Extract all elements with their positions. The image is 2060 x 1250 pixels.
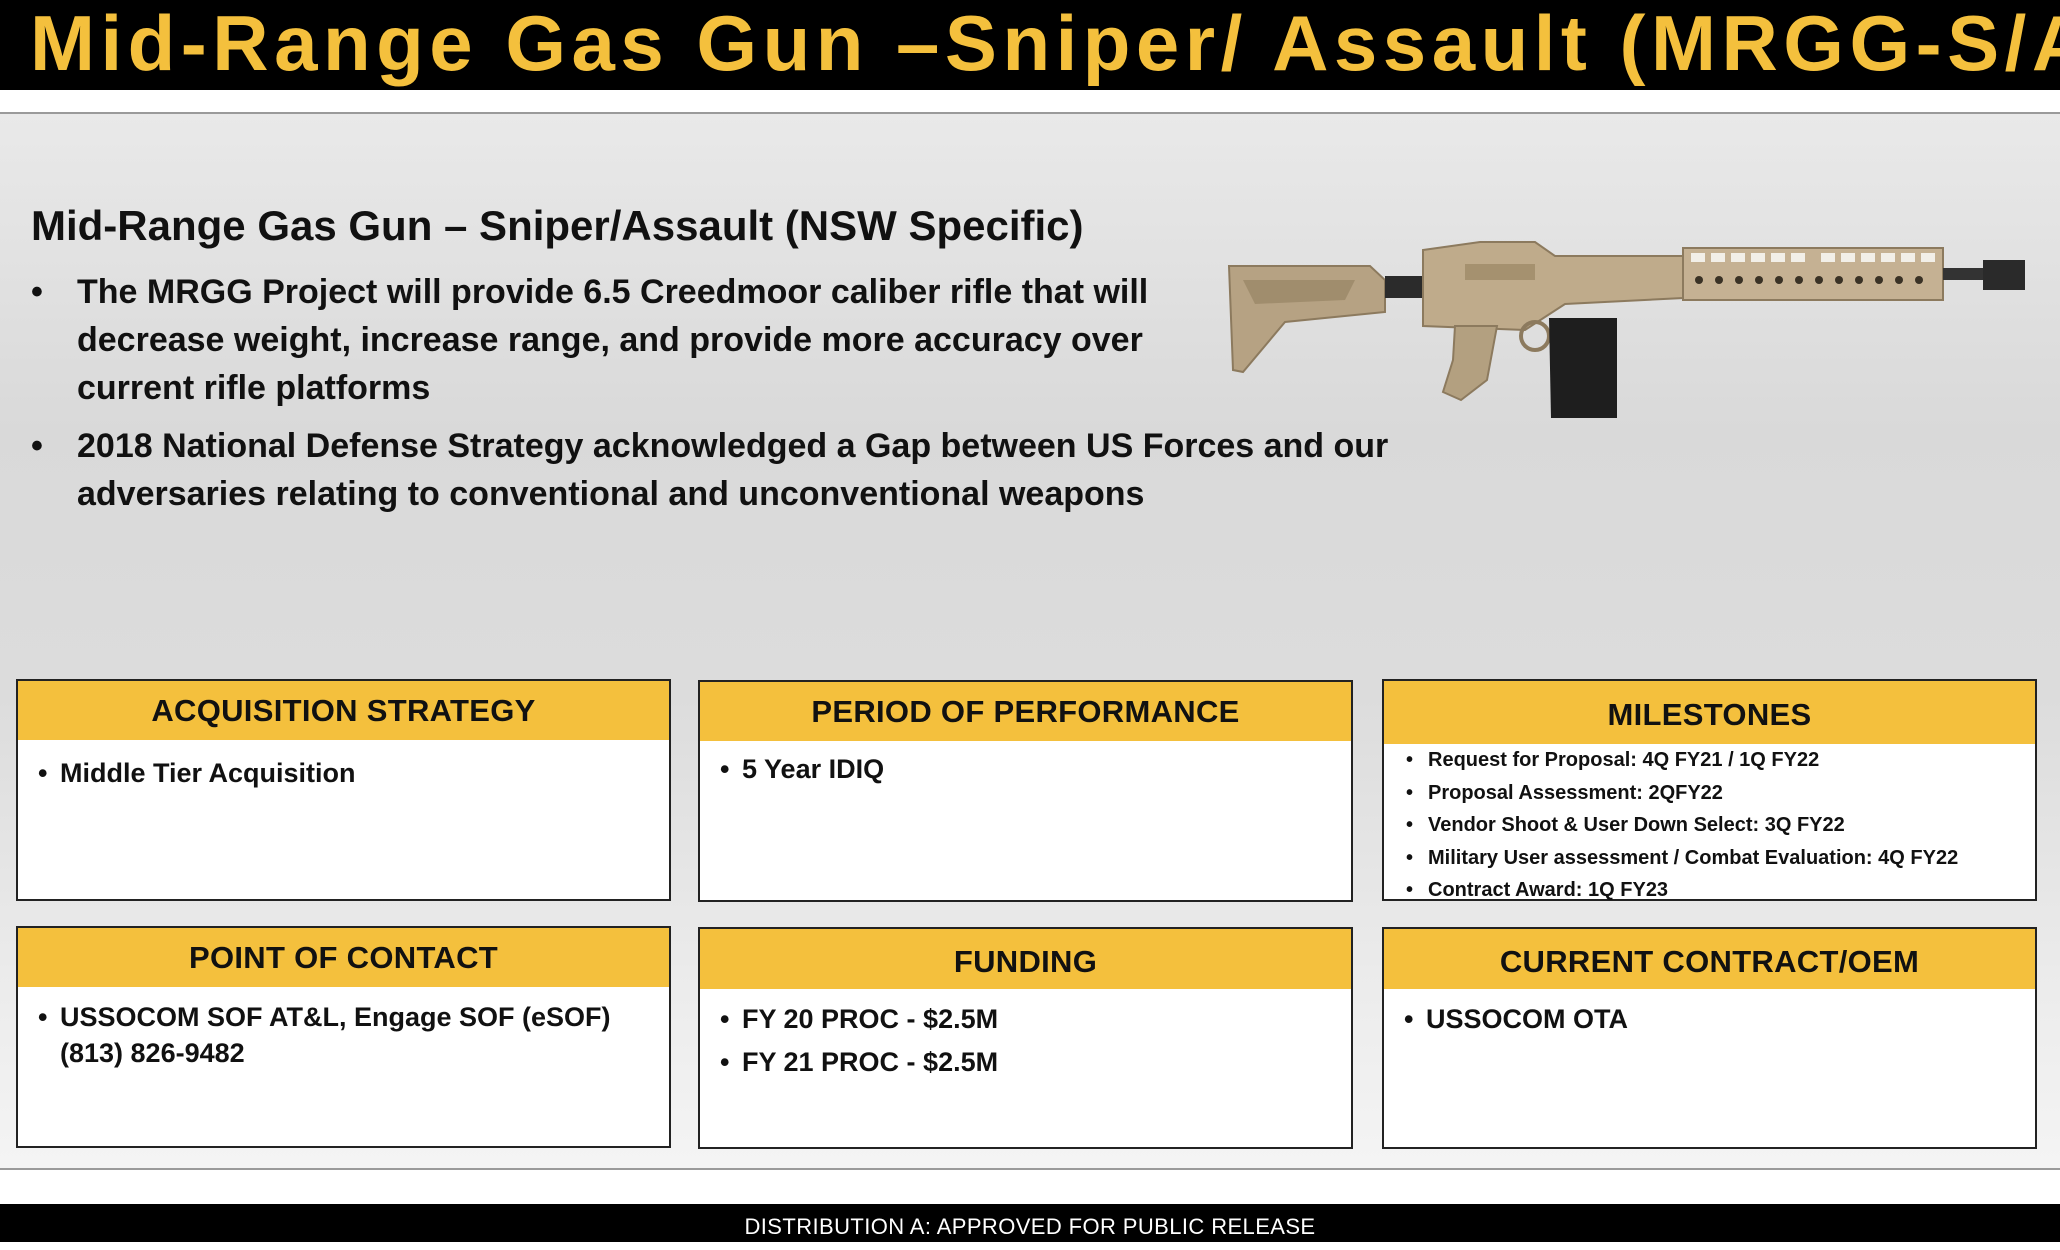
title-bar: Mid-Range Gas Gun –Sniper/ Assault (MRGG… xyxy=(0,0,2060,90)
current-contract-box: CURRENT CONTRACT/OEM USSOCOM OTA xyxy=(1382,927,2037,1149)
rifle-receiver xyxy=(1422,241,1684,402)
rifle-barrel xyxy=(1943,268,1983,280)
list-item: Contract Award: 1Q FY23 xyxy=(1406,874,2035,907)
list-item: USSOCOM SOF AT&L, Engage SOF (eSOF) (813… xyxy=(38,999,669,1071)
list-item: FY 20 PROC - $2.5M xyxy=(720,1001,1351,1037)
point-of-contact-box: POINT OF CONTACT USSOCOM SOF AT&L, Engag… xyxy=(16,926,671,1148)
list-item: Vendor Shoot & User Down Select: 3Q FY22 xyxy=(1406,809,2035,842)
contact-phone: (813) 826-9482 xyxy=(60,1038,245,1068)
list-item: Middle Tier Acquisition xyxy=(38,755,669,791)
box-header: PERIOD OF PERFORMANCE xyxy=(700,682,1351,741)
list-item: Request for Proposal: 4Q FY21 / 1Q FY22 xyxy=(1406,744,2035,777)
rifle-stock xyxy=(1227,265,1386,374)
period-of-performance-box: PERIOD OF PERFORMANCE 5 Year IDIQ xyxy=(698,680,1353,902)
list-item: Proposal Assessment: 2QFY22 xyxy=(1406,777,2035,810)
list-item: 5 Year IDIQ xyxy=(720,751,1351,787)
acquisition-strategy-box: ACQUISITION STRATEGY Middle Tier Acquisi… xyxy=(16,679,671,901)
funding-box: FUNDING FY 20 PROC - $2.5M FY 21 PROC - … xyxy=(698,927,1353,1149)
overview-bullet: 2018 National Defense Strategy acknowled… xyxy=(31,422,1451,518)
list-item: FY 21 PROC - $2.5M xyxy=(720,1044,1351,1080)
overview-bullet: The MRGG Project will provide 6.5 Creedm… xyxy=(31,268,1237,412)
buffer-tube xyxy=(1385,276,1423,298)
box-list: Middle Tier Acquisition xyxy=(18,740,669,791)
rifle-magazine xyxy=(1549,318,1617,418)
box-header: FUNDING xyxy=(700,929,1351,989)
muzzle-brake xyxy=(1983,260,2025,290)
list-item: Military User assessment / Combat Evalua… xyxy=(1406,842,2035,875)
box-list: 5 Year IDIQ xyxy=(700,741,1351,787)
milestones-list: Request for Proposal: 4Q FY21 / 1Q FY22 … xyxy=(1384,744,2035,907)
box-header: ACQUISITION STRATEGY xyxy=(18,681,669,740)
list-item: USSOCOM OTA xyxy=(1404,1001,2035,1037)
distribution-footer: DISTRIBUTION A: APPROVED FOR PUBLIC RELE… xyxy=(0,1204,2060,1242)
page-title: Mid-Range Gas Gun –Sniper/ Assault (MRGG… xyxy=(30,0,2060,87)
section-subtitle: Mid-Range Gas Gun – Sniper/Assault (NSW … xyxy=(31,202,1084,249)
rifle-handguard xyxy=(1682,247,1944,301)
contact-office: USSOCOM SOF AT&L, Engage SOF (eSOF) xyxy=(60,1002,611,1032)
milestones-box: MILESTONES Request for Proposal: 4Q FY21… xyxy=(1382,679,2037,907)
box-list: FY 20 PROC - $2.5M FY 21 PROC - $2.5M xyxy=(700,989,1351,1080)
box-header: CURRENT CONTRACT/OEM xyxy=(1384,929,2035,989)
rifle-image xyxy=(1227,241,2025,418)
box-list: USSOCOM OTA xyxy=(1384,989,2035,1037)
overview-bullets: The MRGG Project will provide 6.5 Creedm… xyxy=(31,268,1451,528)
box-header: MILESTONES xyxy=(1384,681,2035,744)
box-header: POINT OF CONTACT xyxy=(18,928,669,987)
box-list: USSOCOM SOF AT&L, Engage SOF (eSOF) (813… xyxy=(18,987,669,1071)
